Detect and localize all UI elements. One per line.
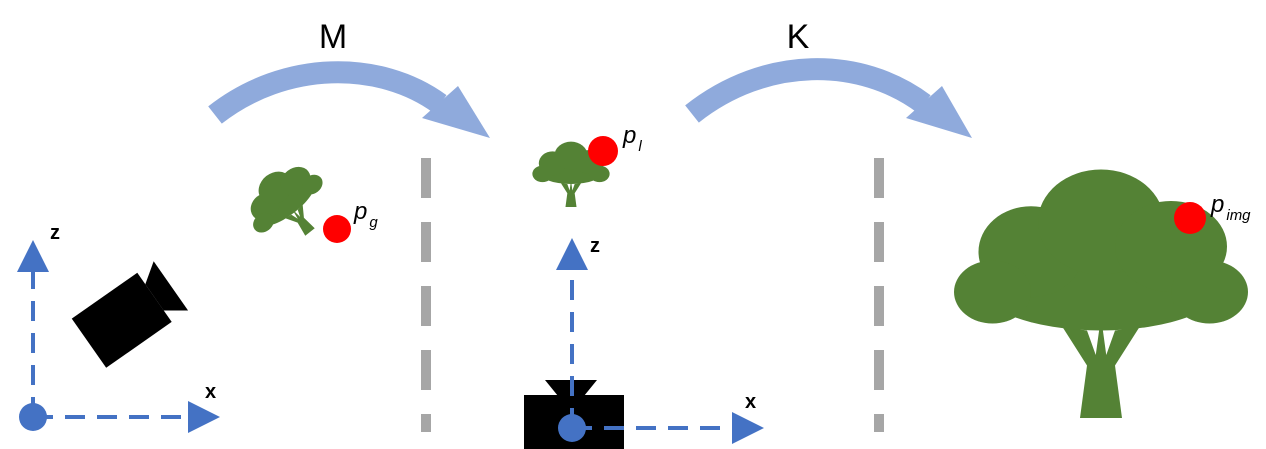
point-image [1174,202,1206,234]
origin-dot-local [558,414,586,442]
global-axes [17,240,220,433]
axis-x-local-label: x [745,391,756,413]
axis-z-local-label: z [590,235,600,257]
axis-z-global-label: z [50,222,60,244]
point-global [323,215,351,243]
label-k: K [787,18,810,56]
tree-icon-global [233,150,344,258]
tree-icon-image [954,169,1248,418]
transform-arrow-m [208,61,490,138]
local-axes [556,238,764,444]
camera-icon-tilted [71,261,189,368]
point-local [588,136,618,166]
label-m: M [319,18,347,56]
axis-x-global-label: x [205,381,216,403]
origin-dot [19,403,47,431]
transform-arrow-k [685,58,972,138]
